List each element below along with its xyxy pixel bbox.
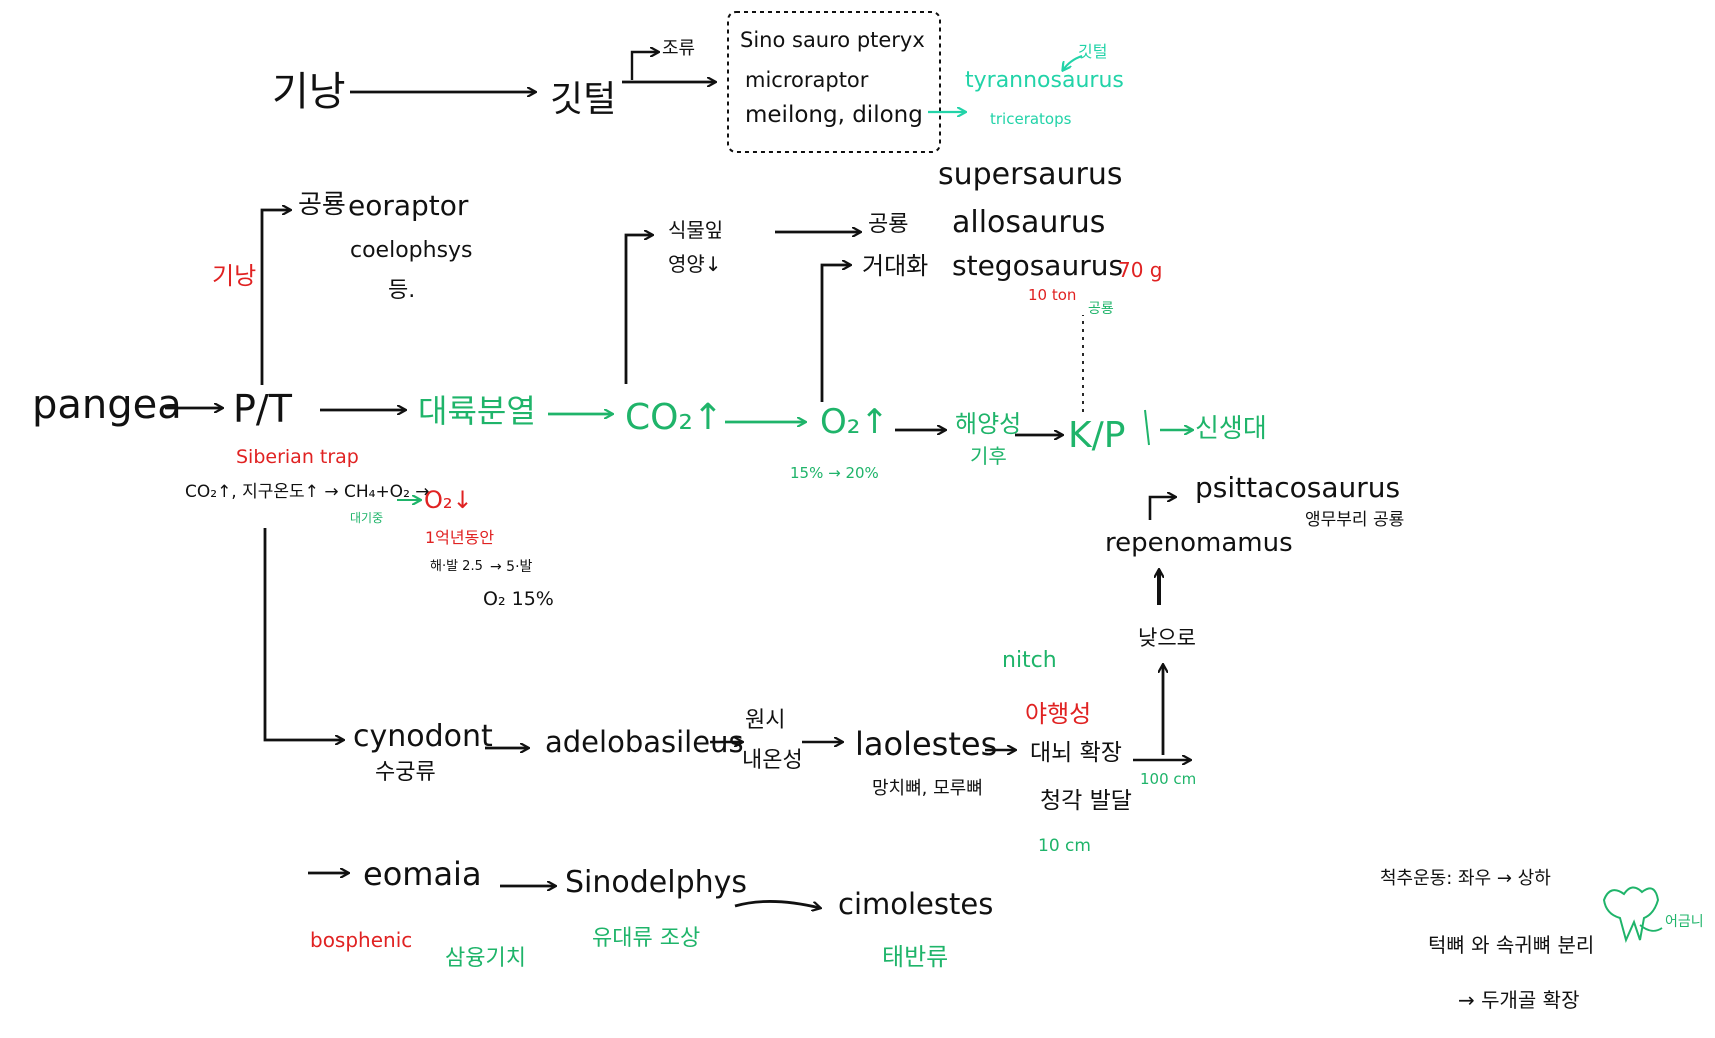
label-o2-down: O₂↓	[424, 486, 473, 514]
box-item-microraptor: microraptor	[745, 68, 869, 92]
label-elevation-1: 해·발 2.5	[430, 559, 483, 574]
label-o2-up: O₂↑	[820, 402, 889, 442]
arrow-feather-note	[1063, 55, 1083, 70]
arrow-o2-to-giant	[820, 265, 850, 402]
arrow-feather-to-birds	[630, 52, 658, 80]
label-ear-bones: 망치뼈, 모루뼈	[872, 778, 983, 799]
label-ginang-top: 기낭	[272, 69, 346, 115]
label-ginang-red: 기낭	[212, 262, 257, 290]
label-laolestes: laolestes	[855, 725, 998, 763]
label-parrot-beak: 앵무부리 공룡	[1305, 510, 1405, 530]
molar-pointer	[1639, 924, 1663, 932]
label-dinos-giant-1: 공룡	[868, 212, 909, 237]
label-feather-note: 깃털	[1078, 42, 1108, 61]
label-daytime: 낮으로	[1138, 626, 1196, 650]
label-molar: 어금니	[1665, 914, 1704, 930]
label-plant-leaves: 식물잎	[668, 218, 724, 242]
label-bosphenic: bosphenic	[310, 928, 413, 952]
label-repenomamus: repenomamus	[1105, 528, 1293, 558]
label-ocean-climate-2: 기후	[970, 444, 1007, 468]
label-atmosphere: 대기중	[350, 511, 384, 525]
label-size-100cm: 100 cm	[1140, 770, 1197, 788]
label-sinodelphys: Sinodelphys	[565, 865, 748, 900]
label-coelophysys: coelophsys	[350, 238, 473, 263]
label-endothermy: 내온성	[742, 748, 803, 773]
label-cerebrum: 대뇌 확장	[1030, 740, 1122, 766]
label-dinosaurs: 공룡	[298, 190, 346, 220]
label-kp: K/P	[1068, 415, 1126, 456]
label-weight: 70 g	[1118, 258, 1163, 282]
label-hearing: 청각 발달	[1040, 788, 1132, 814]
label-nutrition-down: 영양↓	[668, 252, 722, 276]
arrow-pt-to-cynodont	[263, 528, 343, 740]
arrow-sinodelphys-to-cimolestes	[734, 900, 820, 908]
label-ton: 10 ton	[1028, 286, 1077, 304]
label-continental-split: 대륙분열	[418, 392, 536, 430]
label-cimolestes: cimolestes	[838, 887, 994, 921]
label-allosaurus: allosaurus	[952, 205, 1106, 240]
label-nocturnal: 야행성	[1025, 700, 1092, 728]
label-adelobasileus: adelobasileus	[545, 725, 744, 759]
feathered-dino-box	[727, 11, 941, 153]
label-pangea: pangea	[32, 382, 182, 428]
label-spine-motion: 척추운동: 좌우 → 상하	[1380, 868, 1551, 889]
label-size-10cm: 10 cm	[1038, 836, 1091, 856]
label-o2-15: O₂ 15%	[483, 588, 554, 610]
box-item-sinosauropteryx: Sino sauro pteryx	[740, 28, 925, 52]
label-pt-chain: CO₂↑, 지구온도↑ → CH₄+O₂ →	[185, 482, 430, 502]
label-dinos-giant-2: 거대화	[862, 252, 929, 280]
label-feather: 깃털	[550, 79, 617, 120]
label-co2-up: CO₂↑	[625, 397, 724, 438]
box-item-meilong-dilong: meilong, dilong	[745, 102, 923, 128]
label-eoraptor: eoraptor	[348, 189, 469, 222]
label-stegosaurus: stegosaurus	[952, 249, 1124, 282]
arrow-repeno-to-psittaco	[1148, 497, 1175, 520]
label-placentals: 태반류	[882, 943, 949, 971]
label-therapsids: 수궁류	[375, 760, 436, 785]
label-birds: 조류	[662, 38, 696, 59]
label-pt: P/T	[233, 387, 292, 431]
arrow-pt-to-dinosaurs	[260, 210, 290, 385]
label-tyrannosaurus: tyrannosaurus	[965, 68, 1124, 93]
label-cenozoic: 신생대	[1195, 414, 1267, 444]
arrow-co2-to-plants	[624, 235, 652, 384]
label-elevation-2: → 5·발	[490, 559, 533, 575]
kp-comet-stroke	[1144, 409, 1150, 446]
label-o2-range: 15% → 20%	[790, 464, 879, 482]
label-deung: 등.	[388, 278, 416, 303]
label-primitive: 원시	[745, 708, 786, 733]
label-cynodont: cynodont	[353, 719, 493, 754]
label-nitch: nitch	[1002, 648, 1057, 673]
label-siberian-trap: Siberian trap	[236, 446, 359, 468]
label-supersaurus: supersaurus	[938, 157, 1123, 192]
label-psittacosaurus: psittacosaurus	[1195, 471, 1401, 504]
label-marsupial-ancestor: 유대류 조상	[592, 926, 701, 951]
label-tribosphenic: 삼융기치	[445, 946, 526, 971]
label-ocean-climate-1: 해양성	[955, 410, 1022, 438]
label-skull-expansion: → 두개골 확장	[1458, 988, 1580, 1012]
label-jaw-separation: 턱뼈 와 속귀뼈 분리	[1428, 933, 1595, 957]
label-dino-small: 공룡	[1088, 301, 1114, 317]
label-hundred-million: 1억년동안	[425, 528, 495, 547]
molar-sketch	[1602, 886, 1660, 943]
label-triceratops: triceratops	[990, 110, 1072, 128]
label-eomaia: eomaia	[363, 855, 482, 893]
